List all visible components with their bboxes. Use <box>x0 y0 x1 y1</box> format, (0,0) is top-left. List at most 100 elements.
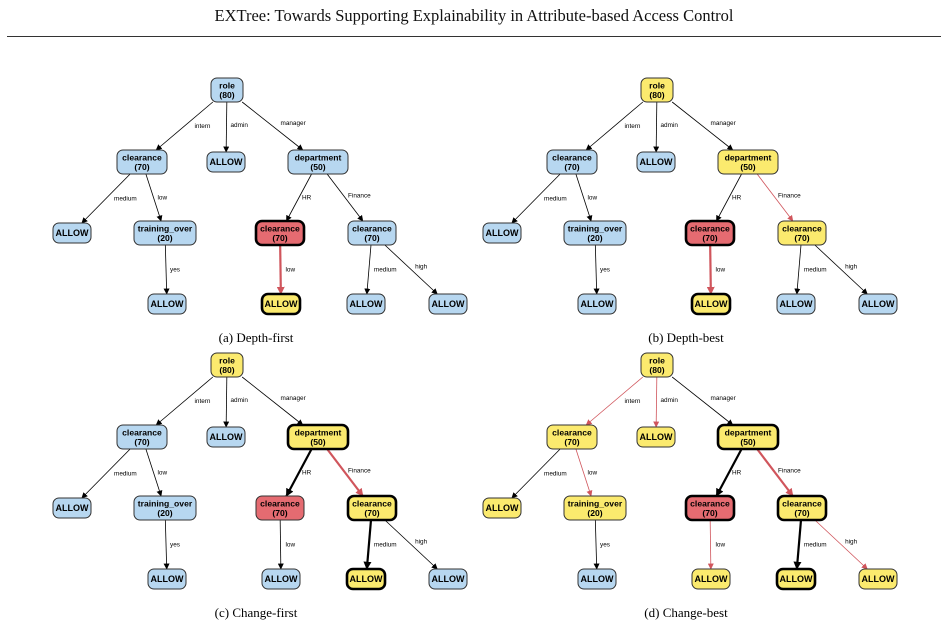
tree-node: ALLOW <box>690 292 732 316</box>
tree-node: clearance(70) <box>684 494 736 522</box>
tree-node: ALLOW <box>147 293 187 315</box>
node-value: (70) <box>364 508 379 518</box>
node-box <box>775 567 817 591</box>
node-label: ALLOW <box>432 299 465 309</box>
edge-label: medium <box>114 471 137 478</box>
tree-node: clearance(70) <box>346 494 398 522</box>
node-box <box>287 149 349 175</box>
tree-edge <box>814 519 868 570</box>
node-label: training_over <box>568 224 623 234</box>
node-box <box>546 149 598 175</box>
tree-edge <box>155 101 214 151</box>
node-box <box>636 426 676 448</box>
node-label: ALLOW <box>432 574 465 584</box>
node-box <box>690 292 732 316</box>
node-box <box>776 293 816 315</box>
tree-edge <box>593 519 600 570</box>
tree-node: ALLOW <box>636 426 676 448</box>
node-label: clearance <box>690 499 730 509</box>
edge-label: admin <box>660 397 678 404</box>
node-label: clearance <box>122 428 162 438</box>
node-value: (50) <box>740 437 755 447</box>
node-box <box>577 568 617 590</box>
edge-label: yes <box>170 542 180 549</box>
tree-edge <box>707 519 714 570</box>
node-label: ALLOW <box>56 228 89 238</box>
tree-edge <box>671 376 734 426</box>
edge-label: low <box>286 267 296 274</box>
node-box <box>858 293 898 315</box>
tree-node: department(50) <box>286 423 350 451</box>
node-label: role <box>219 356 235 366</box>
node-box <box>147 293 187 315</box>
edge-label: medium <box>374 542 397 549</box>
tree-node: training_over(20) <box>563 495 627 521</box>
node-label: clearance <box>122 153 162 163</box>
node-label: department <box>725 153 772 163</box>
node-box <box>346 293 386 315</box>
edge-label: Finance <box>778 193 801 200</box>
node-box <box>482 497 522 519</box>
tree-edge <box>715 448 743 497</box>
tree-node: ALLOW <box>775 567 817 591</box>
node-box <box>345 567 387 591</box>
node-box <box>52 497 92 519</box>
edge-label: low <box>286 542 296 549</box>
tree-node: ALLOW <box>52 497 92 519</box>
node-value: (70) <box>702 233 717 243</box>
tree-edge <box>364 244 372 295</box>
node-label: ALLOW <box>350 299 383 309</box>
tree-edge <box>716 173 742 222</box>
panel-caption: (b) Depth-best <box>648 330 724 345</box>
edge-label: manager <box>281 120 307 127</box>
node-label: clearance <box>260 499 300 509</box>
node-value: (70) <box>364 233 379 243</box>
tree-node: training_over(20) <box>133 495 197 521</box>
tree-edge <box>384 244 438 295</box>
node-box <box>347 220 397 246</box>
node-value: (20) <box>157 233 172 243</box>
tree-node: ALLOW <box>346 293 386 315</box>
edge-label: low <box>716 267 726 274</box>
node-label: ALLOW <box>695 574 728 584</box>
tree-node: ALLOW <box>858 293 898 315</box>
node-label: ALLOW <box>265 299 298 309</box>
edge-label: yes <box>600 542 610 549</box>
node-label: role <box>649 356 665 366</box>
edge-label: Finance <box>348 468 371 475</box>
edge-label: intern <box>625 123 641 130</box>
tree-edge <box>223 101 230 153</box>
node-label: ALLOW <box>862 574 895 584</box>
node-label: ALLOW <box>780 574 813 584</box>
node-label: clearance <box>552 428 592 438</box>
node-value: (70) <box>134 162 149 172</box>
tree-edge <box>145 173 163 222</box>
node-value: (80) <box>219 365 234 375</box>
node-label: clearance <box>782 224 822 234</box>
node-box <box>640 352 674 378</box>
node-value: (70) <box>794 508 809 518</box>
node-value: (70) <box>702 508 717 518</box>
tree-edge <box>653 101 660 153</box>
node-value: (70) <box>272 508 287 518</box>
tree-edge <box>814 244 868 295</box>
edge-label: yes <box>600 267 610 274</box>
node-label: training_over <box>138 499 193 509</box>
edge-label: admin <box>660 122 678 129</box>
node-label: department <box>295 153 342 163</box>
tree-node: role(80) <box>640 77 674 103</box>
edge-label: low <box>716 542 726 549</box>
node-value: (70) <box>134 437 149 447</box>
node-box <box>691 568 731 590</box>
tree-node: ALLOW <box>206 151 246 173</box>
node-box <box>717 149 779 175</box>
node-value: (50) <box>310 162 325 172</box>
tree-edge <box>163 244 170 295</box>
node-label: role <box>649 81 665 91</box>
node-box <box>428 568 468 590</box>
edge-label: Finance <box>348 193 371 200</box>
node-box <box>684 219 736 247</box>
